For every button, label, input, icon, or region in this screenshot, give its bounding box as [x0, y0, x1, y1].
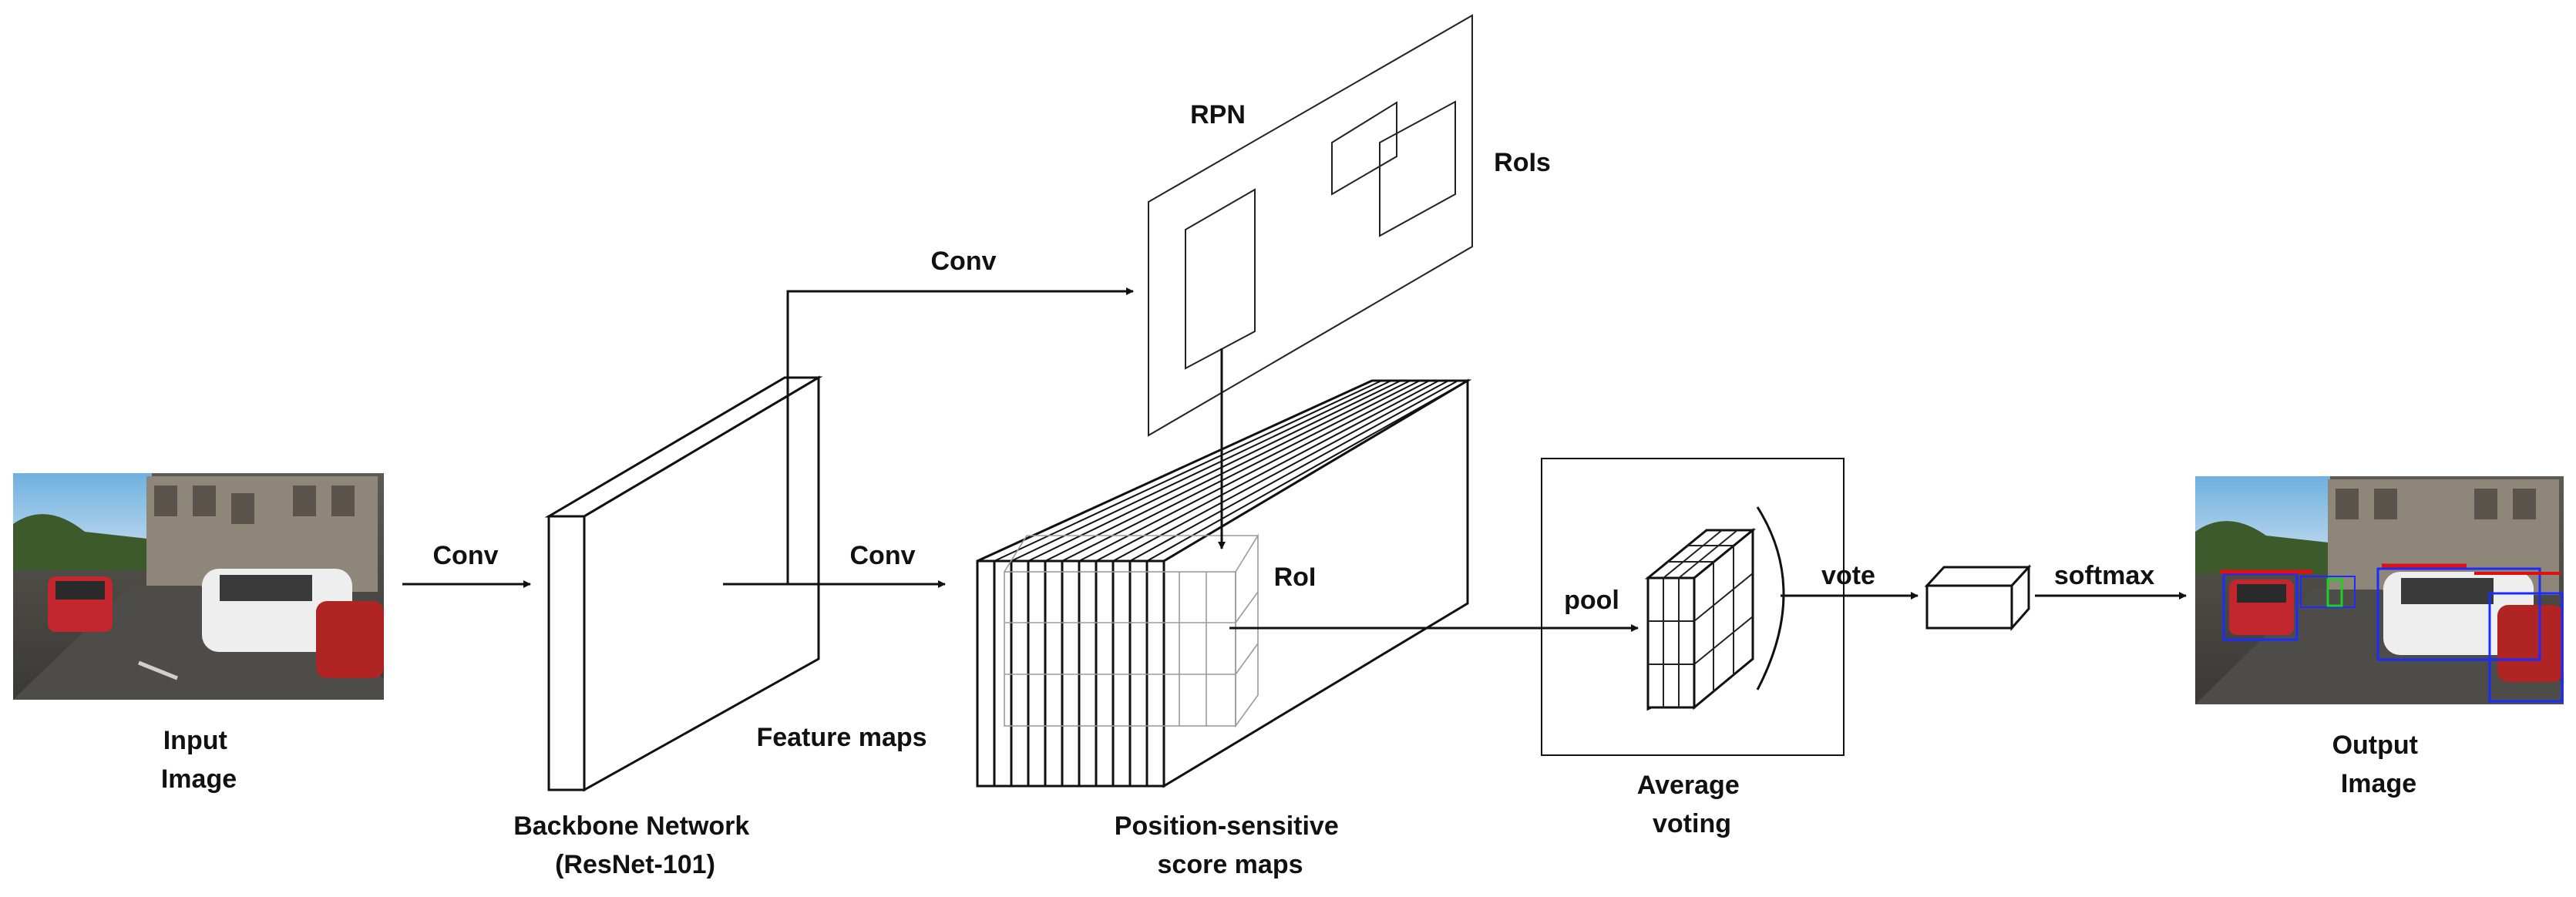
output-detection-box-3 [2488, 592, 2564, 703]
rpn-label: RPN [1190, 100, 1246, 129]
input-image-label-line1: Input [163, 726, 227, 755]
average-voting-label-line1: Average [1637, 771, 1740, 800]
output-detection-box-2 [2376, 567, 2541, 661]
rpn-box-3 [1379, 100, 1456, 237]
output-detection-box-5 [2326, 578, 2343, 607]
voting-cube [1644, 527, 1757, 711]
score-maps-label-line2: score maps [1158, 850, 1303, 879]
average-voting-box [1541, 458, 1845, 756]
output-image-label-line2: Image [2341, 769, 2416, 798]
score-map-slice-top [1027, 380, 1401, 562]
score-map-slice-top [1078, 380, 1430, 562]
conv-label-1: Conv [433, 541, 499, 570]
output-detection-box-1 [2222, 573, 2299, 641]
score-map-slice-top [1095, 380, 1440, 562]
input-image-label-line2: Image [161, 764, 237, 794]
backbone-label-line1: Backbone Network [513, 811, 749, 841]
backbone-label-line2: (ResNet-101) [555, 850, 715, 879]
score-map-slice-top [1146, 380, 1468, 562]
roi-grid [1004, 533, 1259, 728]
vote-label: vote [1821, 561, 1875, 590]
voting-bracket [1756, 506, 1785, 690]
roi-label: RoI [1274, 563, 1317, 592]
softmax-label: softmax [2054, 561, 2154, 590]
rois-label: RoIs [1494, 148, 1551, 177]
score-maps-label-line1: Position-sensitive [1115, 811, 1339, 841]
backbone-slab [544, 375, 823, 792]
score-map-slice-top [1011, 380, 1392, 562]
score-map-slice-top [1129, 380, 1459, 562]
rpn-plane [1148, 14, 1473, 437]
input-image-label: Input Image [161, 726, 237, 794]
input-image [13, 473, 384, 700]
conv-rpn-arrow [786, 287, 1134, 584]
score-map-slice-top [1044, 380, 1411, 562]
score-map-slice-top [1112, 380, 1449, 562]
pool-label: pool [1564, 586, 1619, 615]
rpn-box-2 [1331, 101, 1397, 196]
output-image [2195, 476, 2564, 704]
score-map-slice-top [994, 380, 1382, 562]
output-image-label-line1: Output [2332, 731, 2418, 760]
average-voting-label: Average voting [1637, 771, 1747, 838]
score-map-slice-top [1061, 380, 1421, 562]
score-map-slice-top [977, 380, 1373, 562]
backbone-label: Backbone Network (ResNet-101) [513, 811, 757, 879]
rpn-box-1 [1185, 188, 1256, 370]
feature-maps-label: Feature maps [756, 723, 926, 752]
average-voting-label-line2: voting [1653, 809, 1731, 838]
output-image-label: Output Image [2332, 731, 2426, 798]
score-maps-label: Position-sensitive score maps [1115, 811, 1346, 879]
conv-rpn-label: Conv [931, 247, 997, 276]
conv-label-2: Conv [850, 541, 916, 570]
vote-result-box [1924, 564, 2032, 631]
output-detection-box-4 [2300, 576, 2356, 608]
